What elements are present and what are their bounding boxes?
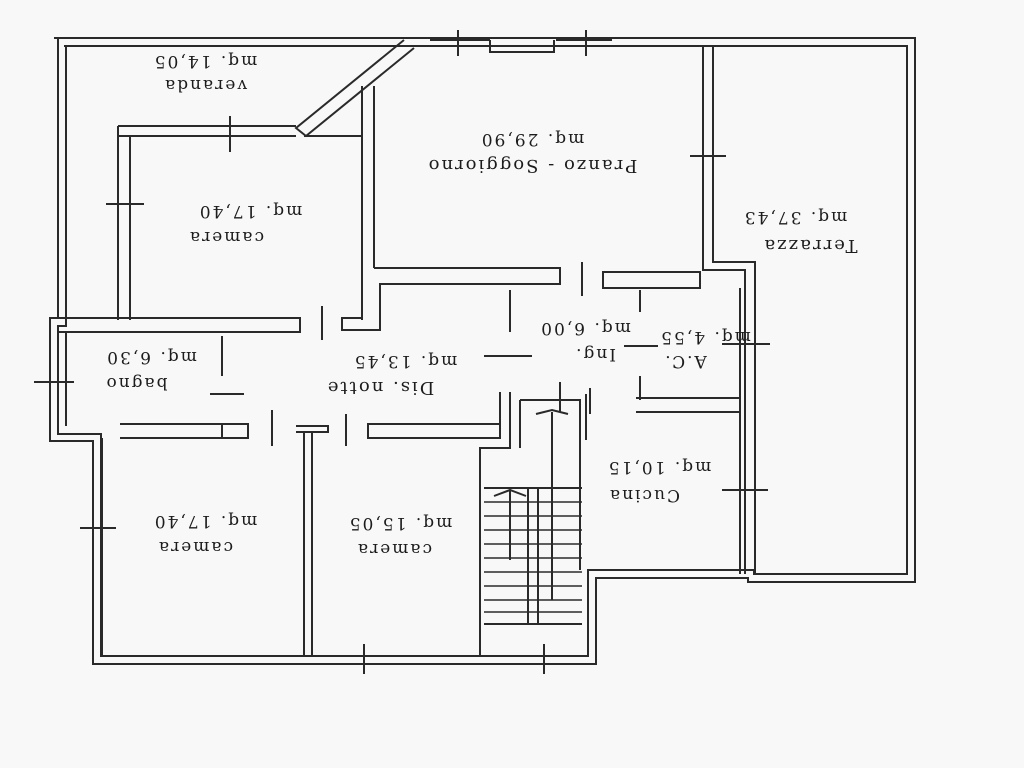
room-bagno-name: bagno (104, 373, 167, 393)
room-dis-notte-area: mq. 13,45 (353, 351, 457, 371)
room-bagno-area: mq. 6,30 (105, 347, 197, 367)
room-pranzo-name: Pranzo - Soggiorno (427, 155, 638, 176)
room-camera-sw-area: mq. 17,40 (153, 511, 257, 531)
windows (34, 30, 770, 674)
room-veranda-area: mq. 14,05 (153, 51, 257, 71)
room-camera-nw-area: mq. 17,40 (198, 201, 302, 221)
room-camera-sw-name: camera (157, 537, 233, 557)
room-ac-name: A.C. (663, 351, 708, 371)
room-pranzo-area: mq. 29,90 (480, 129, 584, 149)
room-terrazza-name: Terrazza (763, 235, 858, 256)
room-ac-area: mq. 4,55 (659, 327, 751, 347)
room-camera-nw-name: camera (188, 227, 264, 247)
terrazza-wall (702, 46, 756, 574)
room-dis-notte-name: Dis. notte (326, 377, 434, 398)
room-ing-area: mq. 6,00 (539, 318, 631, 338)
room-camera-s-name: camera (356, 539, 432, 559)
room-ing-name: Ing. (574, 344, 616, 364)
staircase (484, 408, 582, 625)
room-terrazza-area: mq. 37,43 (743, 207, 847, 227)
room-cucina-area: mq. 10,15 (607, 457, 711, 477)
inner-walls (58, 262, 741, 656)
room-labels: veranda mq. 14,05 Pranzo - Soggiorno mq.… (104, 51, 857, 559)
room-veranda-name: veranda (163, 75, 248, 95)
room-cucina-name: Cucina (608, 485, 680, 505)
veranda-wall (117, 39, 415, 320)
room-camera-s-area: mq. 15,05 (348, 513, 452, 533)
